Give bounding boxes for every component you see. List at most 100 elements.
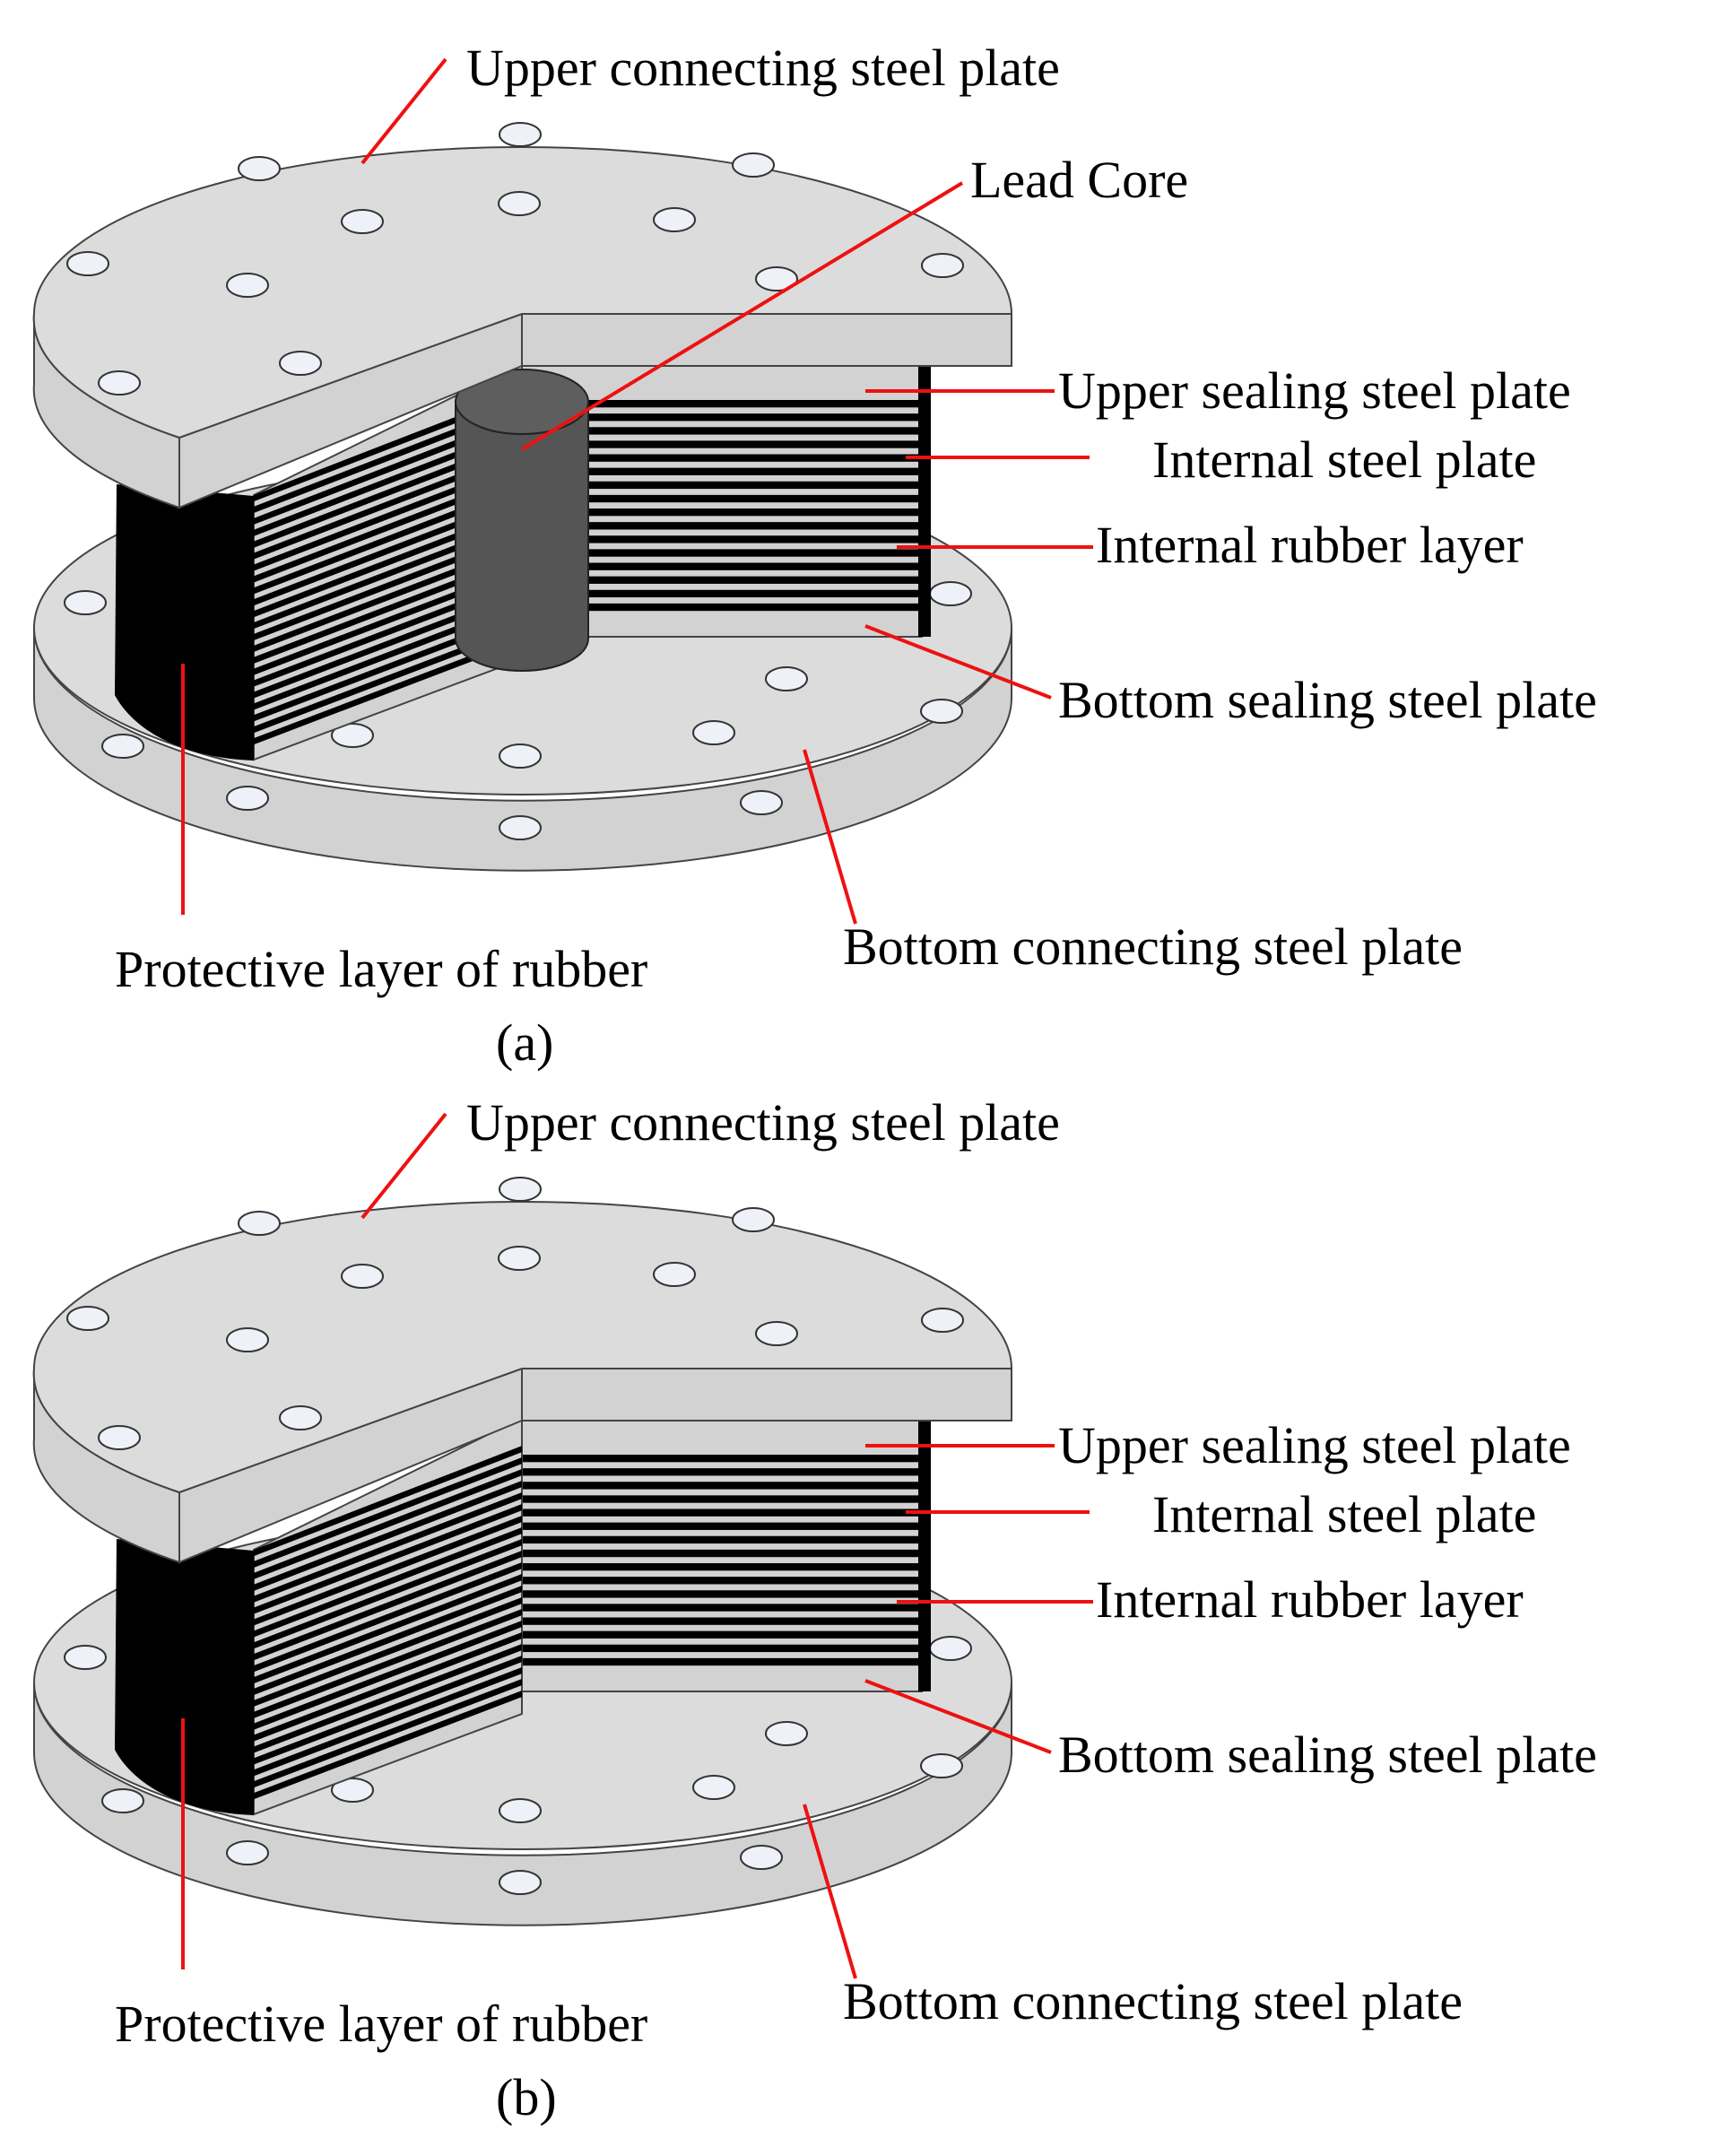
rubber-layer-stripe	[254, 1667, 522, 1777]
lead-core-body	[455, 403, 589, 672]
label-bottom-sealing-plate: Bottom sealing steel plate	[1058, 1726, 1597, 1784]
bolt-hole	[732, 1207, 775, 1232]
bolt-hole	[101, 734, 144, 759]
bolt-hole	[64, 590, 107, 615]
internal-stripes-left	[254, 1446, 522, 1800]
bolt-hole	[920, 699, 963, 724]
leader-lines	[181, 57, 1093, 925]
rubber-layer-stripe	[522, 1522, 922, 1530]
bolt-hole	[765, 1721, 808, 1746]
bolt-hole	[226, 786, 269, 811]
labels: Upper connecting steel plate Upper seali…	[115, 1093, 1597, 2126]
bolt-hole	[66, 251, 109, 276]
bolt-hole	[499, 1798, 542, 1823]
bolt-hole	[921, 253, 964, 278]
label-upper-connecting-plate: Upper connecting steel plate	[466, 39, 1060, 97]
upper-plate-holes	[66, 122, 964, 396]
rubber-layer-stripe	[522, 549, 922, 557]
label-protective-rubber-layer: Protective layer of rubber	[115, 940, 647, 998]
internal-stripes-right	[522, 400, 922, 612]
label-internal-rubber-layer: Internal rubber layer	[1096, 1570, 1524, 1629]
rubber-layer-stripe	[254, 1691, 522, 1800]
bolt-hole	[499, 122, 542, 147]
rubber-layer-stripe	[522, 1630, 922, 1639]
label-internal-rubber-layer: Internal rubber layer	[1096, 516, 1524, 574]
bolt-hole	[732, 152, 775, 178]
bolt-hole	[226, 1840, 269, 1865]
rubber-layer-stripe	[522, 562, 922, 570]
bottom-plate-holes	[64, 581, 972, 840]
bolt-hole	[755, 1321, 798, 1346]
bolt-hole	[921, 1308, 964, 1333]
rubber-layer-stripe	[254, 1562, 522, 1673]
bolt-hole	[929, 581, 972, 606]
protective-rubber-layer	[115, 1539, 254, 1815]
upper-plate-right-side	[521, 313, 1012, 367]
bolt-hole	[238, 1211, 281, 1236]
bolt-hole	[499, 1177, 542, 1202]
rubber-layer-stripe	[522, 1455, 922, 1463]
rubber-layer-stripe	[254, 624, 522, 734]
bolt-hole	[64, 1645, 107, 1670]
bolt-hole	[498, 1246, 541, 1271]
rubber-layer-stripe	[522, 1644, 922, 1653]
rubber-layer-stripe	[254, 1644, 522, 1753]
rubber-layer-stripe	[522, 454, 922, 462]
rubber-layer-stripe	[522, 481, 922, 490]
bolt-hole	[331, 723, 374, 748]
bolt-hole	[765, 666, 808, 691]
rubber-layer-stripe	[522, 1482, 922, 1490]
caption-b: (b)	[496, 2068, 557, 2126]
rubber-layer-stripe	[522, 522, 922, 530]
upper-connecting-plate	[32, 122, 1013, 509]
bolt-hole	[653, 1262, 696, 1287]
bolt-hole	[226, 273, 269, 298]
rubber-layer-stripe	[522, 1617, 922, 1625]
rubber-layer-stripe	[254, 1621, 522, 1730]
rubber-layer-stripe	[522, 467, 922, 475]
bolt-hole	[98, 1425, 141, 1450]
bolt-hole	[920, 1753, 963, 1778]
rubber-layer-stripe	[522, 1535, 922, 1544]
rubber-layer-stripe	[522, 494, 922, 503]
rubber-layer-stripe	[522, 576, 922, 584]
rubber-layer-stripe	[522, 1590, 922, 1598]
bolt-hole	[929, 1636, 972, 1661]
upper-connecting-plate	[32, 1177, 1013, 1564]
rubber-layer-stripe	[254, 1609, 522, 1718]
lead-core	[455, 369, 589, 672]
rubber-layer-stripe	[254, 1551, 522, 1661]
rubber-layer-stripe	[522, 603, 922, 612]
rubber-layer-stripe	[522, 1577, 922, 1585]
right-protective-edge	[918, 363, 931, 637]
bolt-hole	[499, 1870, 542, 1895]
rubber-layer-stripe	[254, 1597, 522, 1707]
bolt-hole	[755, 266, 798, 291]
rubber-layer-stripe	[522, 509, 922, 517]
bolt-hole	[98, 370, 141, 396]
bolt-hole	[279, 1405, 322, 1430]
rubber-layer-stripe	[522, 1657, 922, 1666]
bolt-hole	[653, 207, 696, 232]
rubber-layer-stripe	[522, 1563, 922, 1571]
upper-plate-top	[32, 146, 1013, 439]
label-internal-steel-plate: Internal steel plate	[1152, 1485, 1536, 1543]
label-upper-sealing-plate: Upper sealing steel plate	[1058, 1416, 1571, 1474]
rubber-layer-stripe	[522, 1495, 922, 1503]
rubber-core	[115, 1416, 931, 1816]
bolt-hole	[499, 743, 542, 769]
rubber-layer-stripe	[254, 1527, 522, 1638]
rubber-layer-stripe	[522, 1604, 922, 1612]
rubber-layer-stripe	[254, 1481, 522, 1591]
rubber-layer-stripe	[254, 1656, 522, 1765]
right-protective-edge	[918, 1418, 931, 1691]
label-upper-sealing-plate: Upper sealing steel plate	[1058, 361, 1571, 420]
panel-a-lead-rubber-bearing: Upper connecting steel plate Lead Core U…	[32, 39, 1597, 1072]
labels: Upper connecting steel plate Lead Core U…	[115, 39, 1597, 1072]
rubber-layer-stripe	[522, 1468, 922, 1476]
label-internal-steel-plate: Internal steel plate	[1152, 430, 1536, 489]
panel-b-laminated-rubber-bearing: Upper connecting steel plate Upper seali…	[32, 1093, 1597, 2126]
bolt-hole	[692, 720, 735, 745]
internal-stripes-right	[522, 1455, 922, 1666]
